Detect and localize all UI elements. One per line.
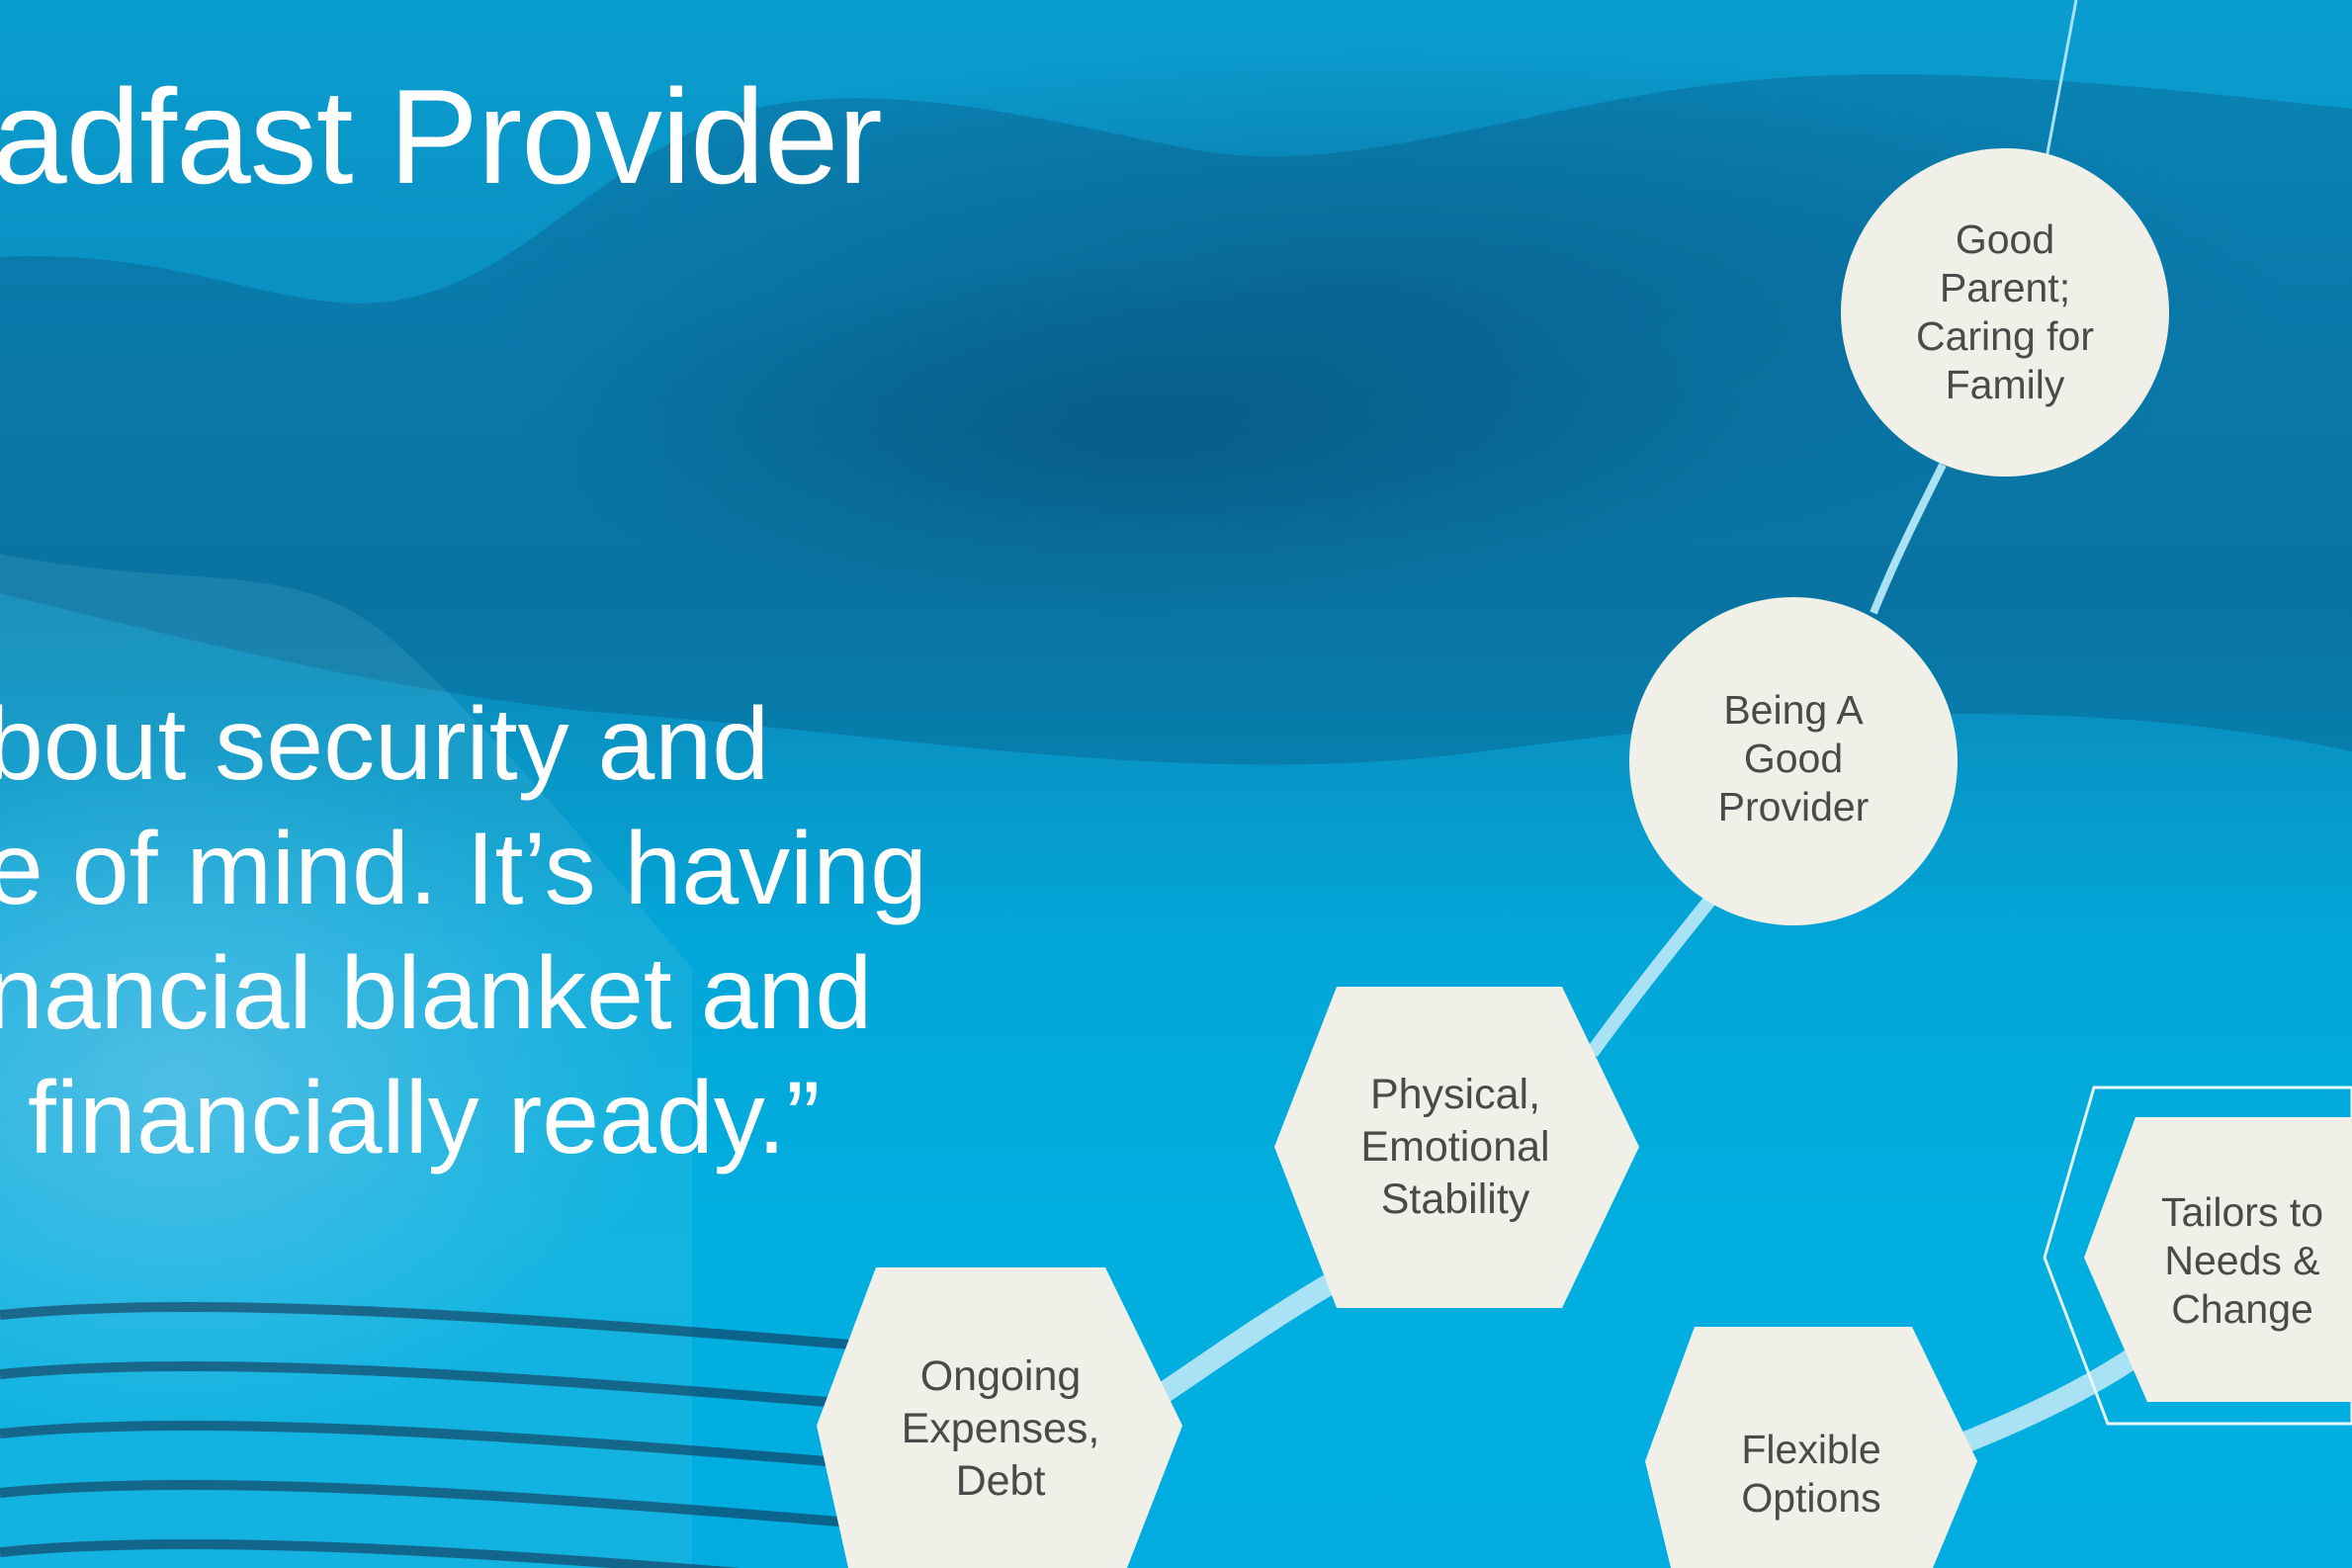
good-provider-label: Being A Good Provider [1647, 684, 1940, 832]
expenses-label: Ongoing Expenses, Debt [852, 1350, 1149, 1508]
tailors-line-1: Tailors to [2160, 1188, 2324, 1235]
good-parent-label: Good Parent; Caring for Family [1859, 214, 2151, 411]
stability-node [1274, 987, 1639, 1308]
tailors-line-2: Needs & [2164, 1237, 2320, 1283]
quote-line-1: bout security and [0, 687, 770, 802]
expenses-line-1: Ongoing [919, 1351, 1082, 1400]
good-provider-line-3: Provider [1717, 783, 1870, 829]
slide-title: adfast Provider [0, 61, 883, 212]
flexible-line-1: Flexible [1741, 1427, 1881, 1472]
connector-top [2045, 0, 2078, 159]
flexible-line-2: Options [1741, 1475, 1881, 1521]
good-provider-line-1: Being A [1723, 686, 1864, 733]
stability-label: Physical, Emotional Stability [1307, 1068, 1604, 1226]
good-parent-line-4: Family [1945, 362, 2065, 407]
flexible-label: Flexible Options [1663, 1420, 1960, 1528]
flexible-node [1645, 1327, 1977, 1568]
good-parent-node [1841, 148, 2169, 477]
connector-parent-provider [1870, 463, 1947, 615]
tailors-node-outline [2043, 1086, 2352, 1426]
connector-flexible-tailors [1958, 1340, 2152, 1454]
tailors-node [2084, 1117, 2352, 1402]
quote-line-4: financially ready.” [28, 1061, 821, 1176]
stability-line-3: Stability [1380, 1175, 1530, 1223]
good-parent-line-3: Caring for [1915, 313, 2094, 359]
good-parent-line-1: Good [1955, 217, 2055, 262]
good-parent-line-2: Parent; [1939, 265, 2071, 310]
good-provider-node [1629, 597, 1958, 925]
stability-line-2: Emotional [1360, 1122, 1550, 1171]
connector-provider-stability [1586, 895, 1716, 1058]
quote-line-3: nancial blanket and [0, 936, 873, 1051]
expenses-line-3: Debt [955, 1456, 1046, 1505]
connector-stability-expenses [1155, 1265, 1350, 1404]
tailors-line-3: Change [2171, 1285, 2313, 1332]
stability-line-1: Physical, [1369, 1070, 1541, 1118]
expenses-node [817, 1267, 1182, 1568]
quote-line-2: e of mind. It’s having [0, 812, 927, 926]
quote-text: bout security and e of mind. It’s having… [0, 682, 927, 1180]
good-provider-line-2: Good [1743, 735, 1844, 781]
tailors-label: Tailors to Needs & Change [2094, 1186, 2352, 1335]
expenses-line-2: Expenses, [901, 1404, 1100, 1452]
